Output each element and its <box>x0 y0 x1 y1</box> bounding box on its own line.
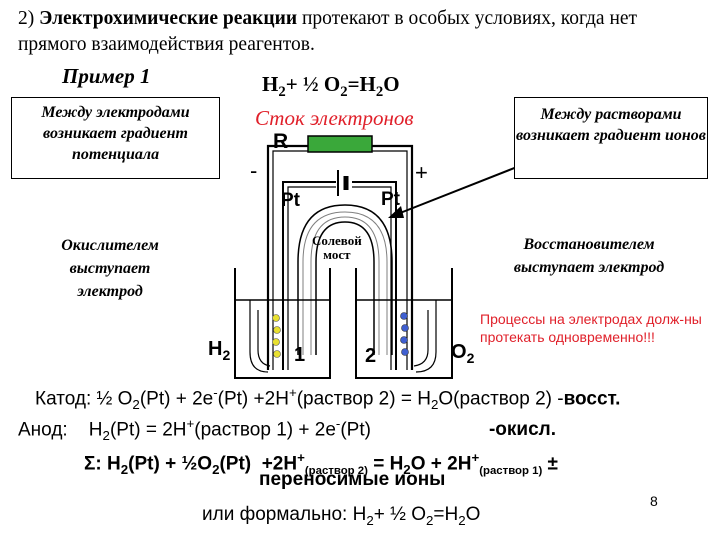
plus-sign: + <box>415 160 428 185</box>
ion-gradient-box: Между растворами возникает градиент ионо… <box>514 97 708 179</box>
example-label: Пример 1 <box>62 64 151 88</box>
gas-left-label: H2 <box>208 338 231 363</box>
anode-equation: Анод: H2(Pt) = 2H+(раствор 1) + 2e-(Pt)-… <box>18 416 556 444</box>
resistor-icon <box>307 135 373 153</box>
transferred-ions-label: переносимые ионы <box>259 469 446 490</box>
electrode-left-label: Pt <box>281 190 300 211</box>
page-number: 8 <box>650 493 658 509</box>
resistor-label: R <box>273 130 289 153</box>
processes-note: Процессы на электродах долж-ны протекать… <box>480 311 702 345</box>
external-wire <box>266 144 308 370</box>
slide-title: 2) Электрохимические реакции протекают в… <box>18 8 638 55</box>
oxygen-bubbles <box>400 312 409 356</box>
beaker-1 <box>234 268 331 379</box>
beaker-2 <box>355 268 453 379</box>
formal-equation: или формально: H2+ ½ O2=H2O <box>202 504 481 528</box>
cell-1-label: 1 <box>294 344 306 366</box>
potential-gradient-box: Между электродами возникает градиент пот… <box>11 97 220 179</box>
electrode-right-label: Pt <box>381 189 400 210</box>
salt-bridge <box>297 204 393 355</box>
gas-right-label: O2 <box>451 341 475 366</box>
sum-equation: Σ: H2(Pt) + ½O2(Pt) +2H+(раствор 2) = H2… <box>84 450 558 478</box>
arrow-icon <box>394 164 523 216</box>
hydrogen-bubbles <box>272 314 281 358</box>
cathode-equation: Катод: ½ O2(Pt) + 2e-(Pt) +2H+(раствор 2… <box>35 385 621 413</box>
top-equation: H2+ ½ O2=H2O <box>262 72 400 101</box>
electron-sink-label: Сток электронов <box>255 106 414 130</box>
cell-2-label: 2 <box>365 345 377 367</box>
oxidizer-note: Окислителем выступает электрод <box>61 237 159 300</box>
reducer-note: Восстановителем выступает электрод <box>513 236 665 276</box>
external-wire-right <box>372 144 414 370</box>
minus-sign: - <box>250 158 258 183</box>
